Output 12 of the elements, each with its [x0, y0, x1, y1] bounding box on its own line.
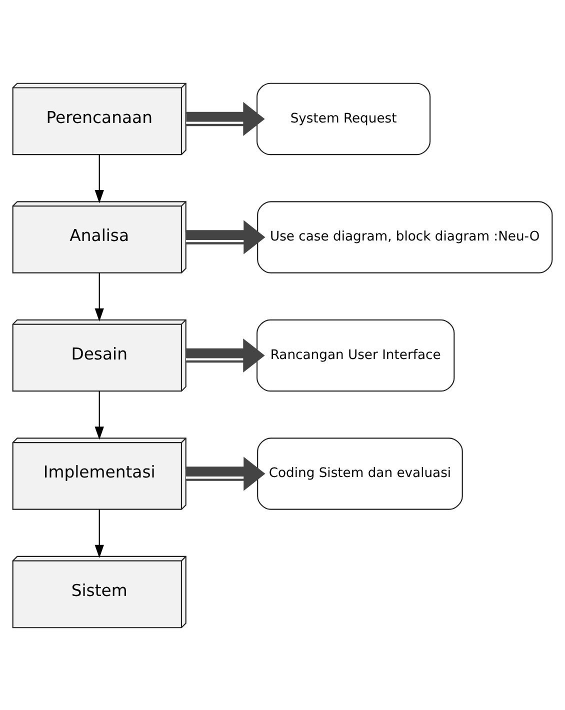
arrow — [94, 508, 104, 558]
arrow — [186, 338, 265, 372]
arrow — [186, 220, 266, 254]
node-box: Use case diagram, block diagram :Neu-O — [257, 200, 553, 273]
arrow — [94, 272, 104, 321]
arrow — [94, 154, 104, 203]
node-box: Coding Sistem dan evaluasi — [257, 437, 463, 510]
node-box: Rancangan User Interface — [256, 318, 455, 392]
arrow — [186, 456, 266, 490]
node-box: System Request — [256, 82, 431, 155]
arrow — [94, 390, 104, 440]
arrow — [186, 101, 265, 136]
